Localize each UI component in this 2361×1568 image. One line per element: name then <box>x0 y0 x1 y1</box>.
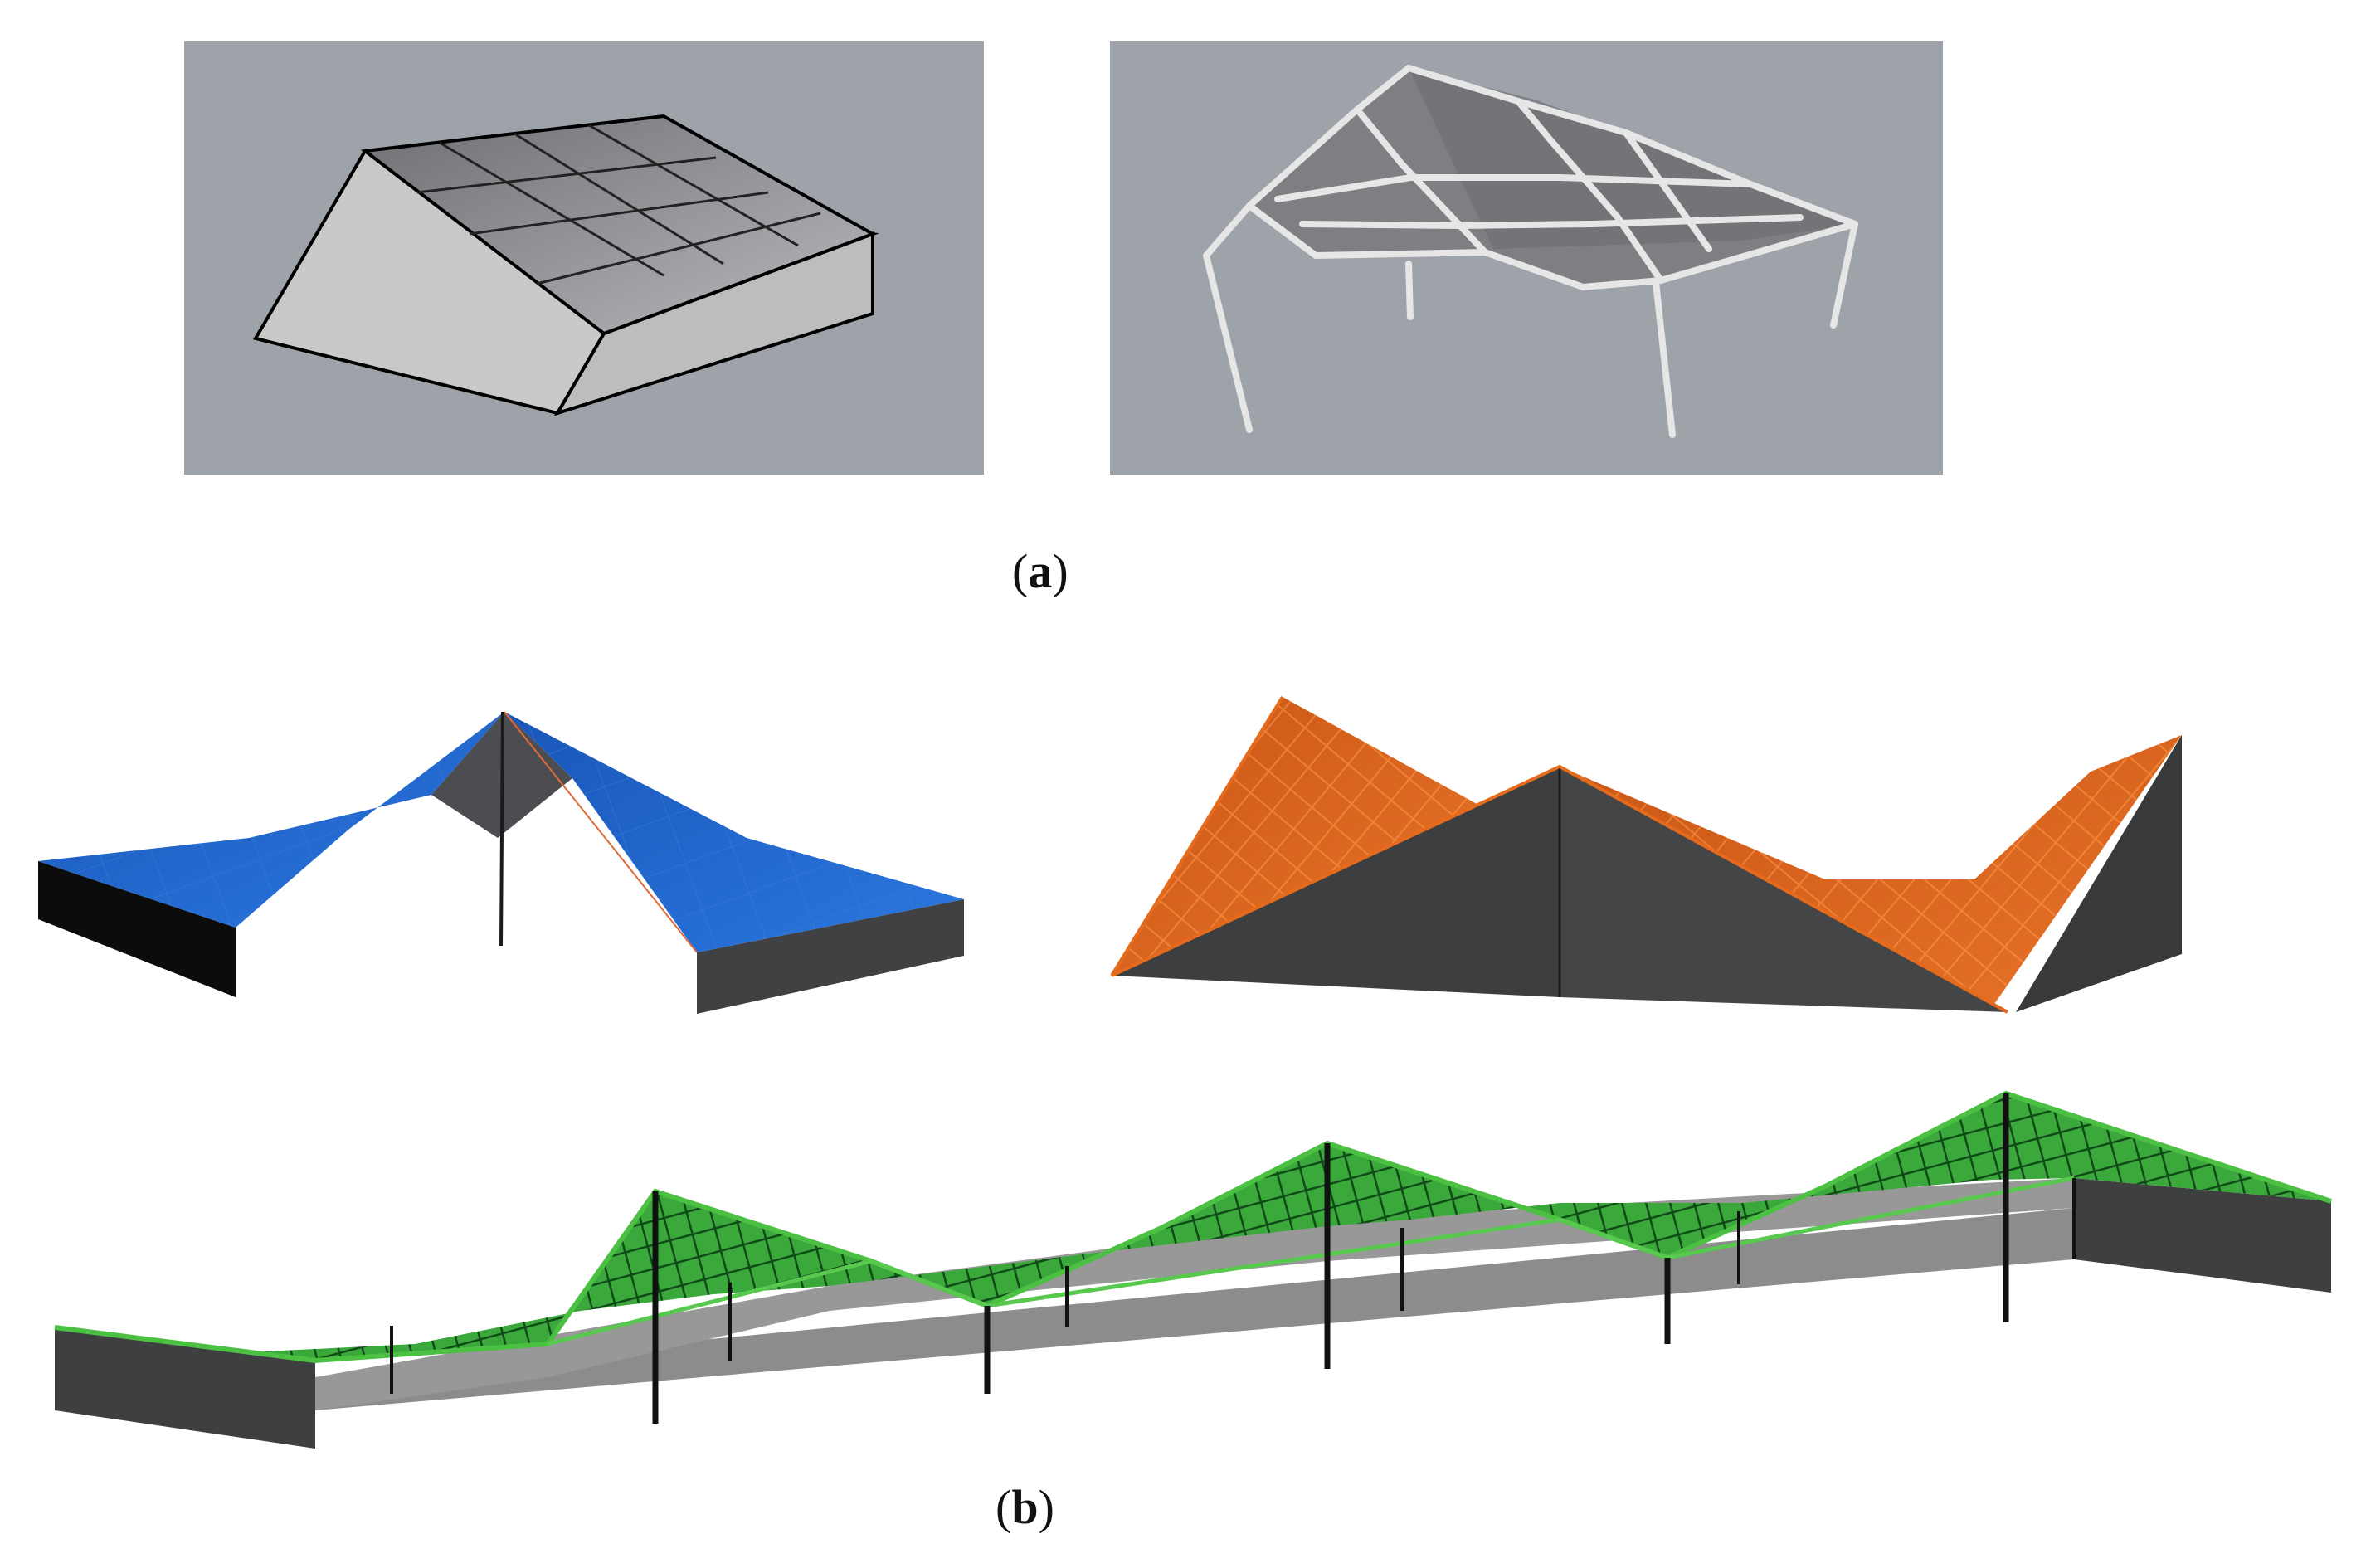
blue-membrane-model <box>38 711 964 1014</box>
caption-b-letter: b <box>1011 1480 1039 1534</box>
caption-b: (b) <box>996 1483 1054 1531</box>
green-membrane-surface <box>55 1093 2331 1361</box>
blue-membrane-left-grid <box>38 712 504 928</box>
blue-left-wall <box>38 861 236 997</box>
green-right-wall <box>2074 1178 2331 1293</box>
green-membrane-model <box>54 1090 2332 1449</box>
orange-front-wall <box>1112 767 1560 997</box>
blue-right-wall <box>697 899 964 1014</box>
roof-grid-lines <box>416 124 821 285</box>
caption-a-close: ) <box>1052 544 1069 598</box>
green-masts <box>652 1093 2009 1424</box>
frame-members <box>1203 65 1858 438</box>
caption-b-open: ( <box>996 1480 1012 1534</box>
green-back-wall <box>315 1208 2074 1410</box>
caption-a-letter: a <box>1028 544 1053 598</box>
frame-membrane-model <box>1203 65 1858 438</box>
box-roof-model <box>252 114 879 416</box>
green-wall-posts <box>390 1178 2076 1394</box>
orange-right-grid <box>1560 735 2182 1009</box>
caption-a: (a) <box>1012 548 1069 596</box>
green-left-wall <box>55 1327 315 1449</box>
caption-b-close: ) <box>1038 1480 1054 1534</box>
caption-a-open: ( <box>1012 544 1029 598</box>
orange-end-wall <box>2016 735 2182 1012</box>
blue-mast <box>499 711 504 947</box>
orange-membrane-model <box>1110 695 2182 1014</box>
blue-membrane-right-grid <box>504 712 964 952</box>
box-roof-face <box>360 114 877 336</box>
